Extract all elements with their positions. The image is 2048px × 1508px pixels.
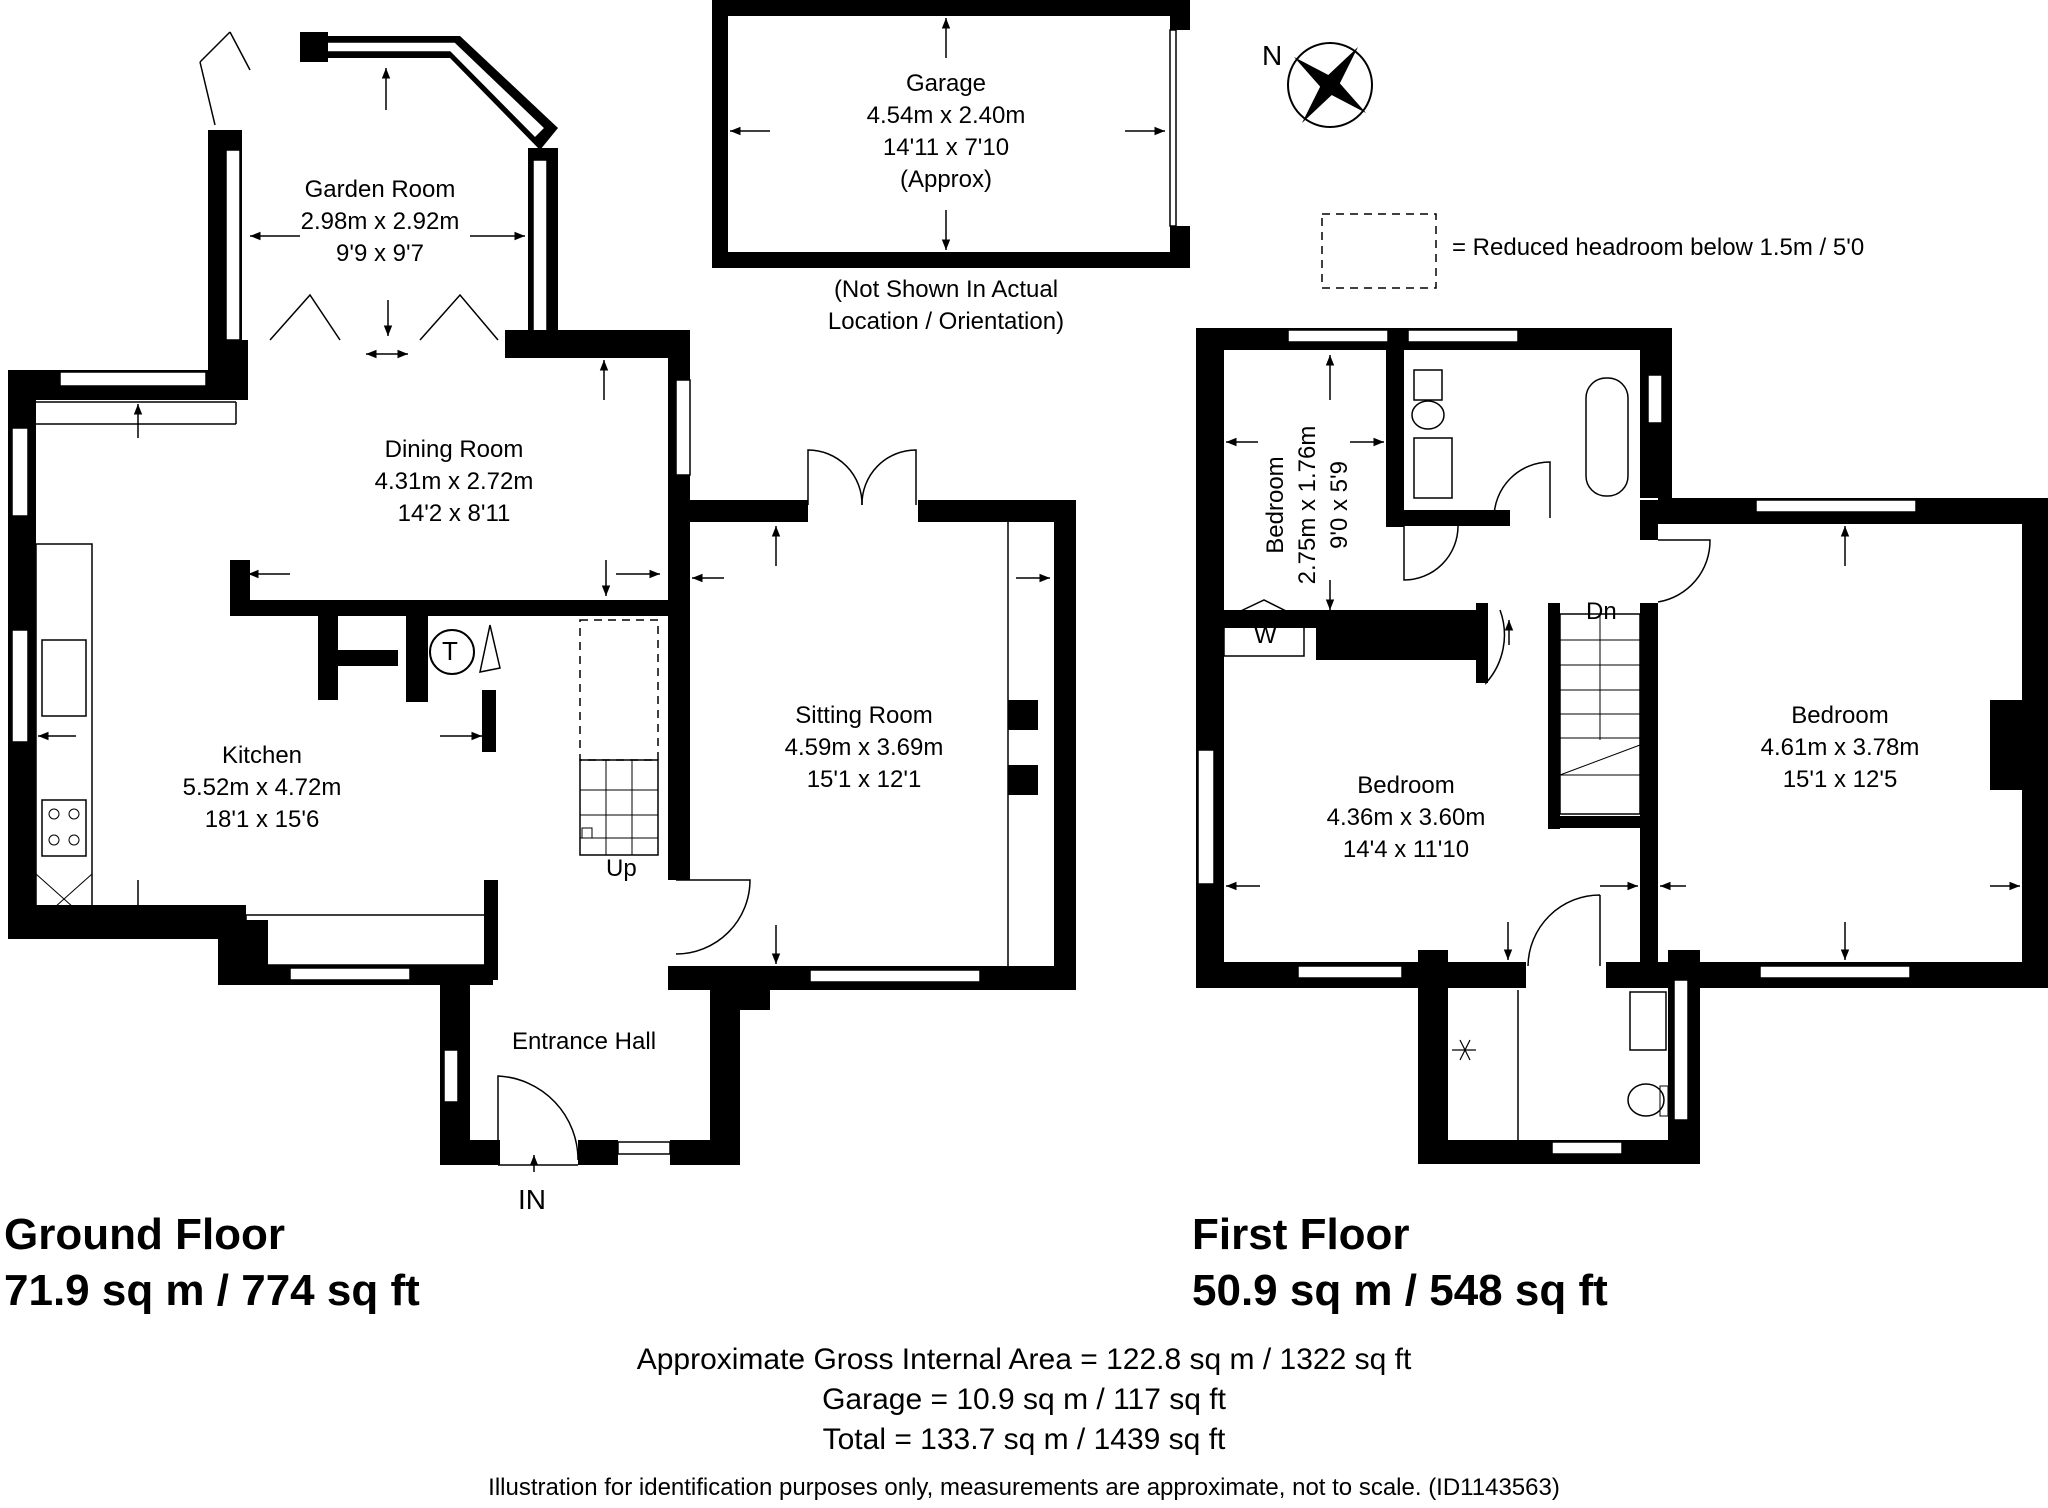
dining-room-imperial: 14'2 x 8'11 [397,500,511,527]
entrance-hall-label: Entrance Hall [474,1026,694,1058]
garage-name: Garage [905,70,987,97]
reduced-headroom-legend-box [1321,213,1437,289]
garden-room-imperial: 9'9 x 9'7 [336,240,424,267]
garage-note-line2: Location / Orientation) [827,308,1065,335]
first-floor-title: First Floor [1192,1210,1410,1259]
bedroom-small-imperial: 9'0 x 5'9 [1326,461,1353,549]
bedroom-mid-imperial: 14'4 x 11'10 [1342,836,1470,863]
compass-north-label: N [1262,40,1283,71]
entrance-in-label: IN [518,1184,546,1215]
wardrobe-label: W [1254,622,1277,649]
dining-room-metric: 4.31m x 2.72m [374,468,534,495]
bedroom-right-imperial: 15'1 x 12'5 [1782,766,1898,793]
gross-internal-area: Approximate Gross Internal Area = 122.8 … [636,1343,1412,1376]
sitting-room-metric: 4.59m x 3.69m [784,734,944,761]
stairs-down-label: Dn [1586,598,1617,625]
bedroom-right-metric: 4.61m x 3.78m [1760,734,1920,761]
sitting-room-label: Sitting Room 4.59m x 3.69m 15'1 x 12'1 [754,700,974,796]
bedroom-mid-label: Bedroom 4.36m x 3.60m 14'4 x 11'10 [1296,770,1516,866]
garage-approx: (Approx) [899,166,993,193]
sitting-room-name: Sitting Room [795,702,933,729]
bedroom-right-label: Bedroom 4.61m x 3.78m 15'1 x 12'5 [1730,700,1950,796]
ground-floor-area: 71.9 sq m / 774 sq ft [4,1266,420,1315]
garage-area: Garage = 10.9 sq m / 117 sq ft [822,1383,1226,1416]
compass-rose-icon [1287,42,1373,128]
disclaimer-text: Illustration for identification purposes… [488,1474,1560,1501]
garage-note-line1: (Not Shown In Actual [833,276,1059,303]
entrance-hall-name: Entrance Hall [511,1028,657,1055]
garage-outline [712,0,1190,268]
kitchen-label: Kitchen 5.52m x 4.72m 18'1 x 15'6 [152,740,372,836]
reduced-headroom-legend-text: = Reduced headroom below 1.5m / 5'0 [1452,234,1865,261]
garage-location-note: (Not Shown In Actual Location / Orientat… [780,274,1112,338]
bedroom-right-name: Bedroom [1791,702,1889,729]
bedroom-mid-name: Bedroom [1357,772,1455,799]
first-floor-plan [1196,328,2048,1164]
sitting-room-imperial: 15'1 x 12'1 [806,766,922,793]
first-floor-area: 50.9 sq m / 548 sq ft [1192,1266,1608,1315]
total-area: Total = 133.7 sq m / 1439 sq ft [822,1423,1226,1456]
bedroom-small-metric: 2.75m x 1.76m [1294,425,1321,585]
garden-room-label: Garden Room 2.98m x 2.92m 9'9 x 9'7 [270,174,490,270]
garage-imperial: 14'11 x 7'10 [882,134,1010,161]
garage-metric: 4.54m x 2.40m [866,102,1026,129]
garage-label: Garage 4.54m x 2.40m 14'11 x 7'10 (Appro… [830,68,1062,196]
dining-room-name: Dining Room [384,436,524,463]
bedroom-small-label: Bedroom 2.75m x 1.76m 9'0 x 5'9 [1260,375,1356,635]
boiler-tank-label: T [442,636,458,666]
ground-floor-title: Ground Floor [4,1210,286,1259]
kitchen-imperial: 18'1 x 15'6 [204,806,320,833]
bedroom-mid-metric: 4.36m x 3.60m [1326,804,1486,831]
dining-room-label: Dining Room 4.31m x 2.72m 14'2 x 8'11 [344,434,564,530]
bedroom-small-name: Bedroom [1262,456,1289,554]
kitchen-metric: 5.52m x 4.72m [182,774,342,801]
kitchen-name: Kitchen [221,742,303,769]
stairs-up-label: Up [606,855,637,882]
garden-room-name: Garden Room [304,176,456,203]
ground-floor-plan [8,31,1076,1172]
garden-room-metric: 2.98m x 2.92m [300,208,460,235]
